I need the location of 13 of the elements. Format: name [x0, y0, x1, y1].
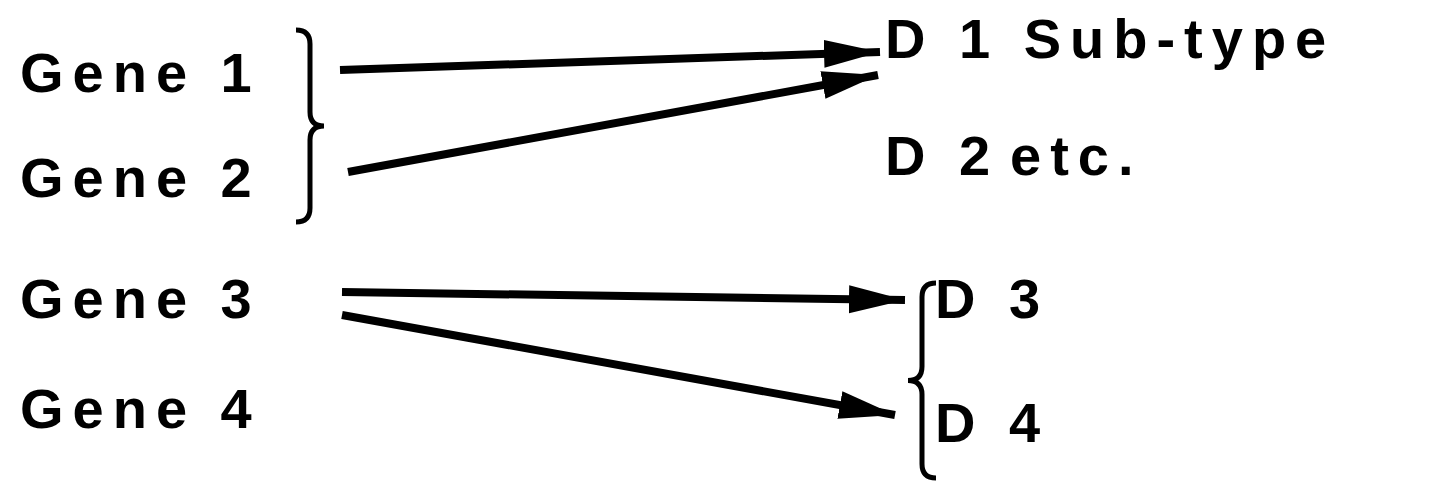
node-label: Gene 2 — [20, 147, 348, 209]
node-label: D 1 Sub-type — [885, 8, 1336, 70]
node-label: D 4 — [935, 392, 1050, 454]
arrow — [339, 39, 881, 74]
node-label: Gene 1 — [20, 42, 340, 104]
arrow — [341, 285, 906, 314]
text-label: Gene 4 — [20, 378, 261, 440]
arrow — [347, 71, 879, 176]
text-label: D 2 — [885, 125, 1000, 187]
node-label: D 3 — [935, 268, 1050, 330]
node-label: Gene 3 — [20, 268, 342, 330]
text-label: etc. — [1010, 125, 1143, 187]
arrow — [341, 311, 896, 419]
